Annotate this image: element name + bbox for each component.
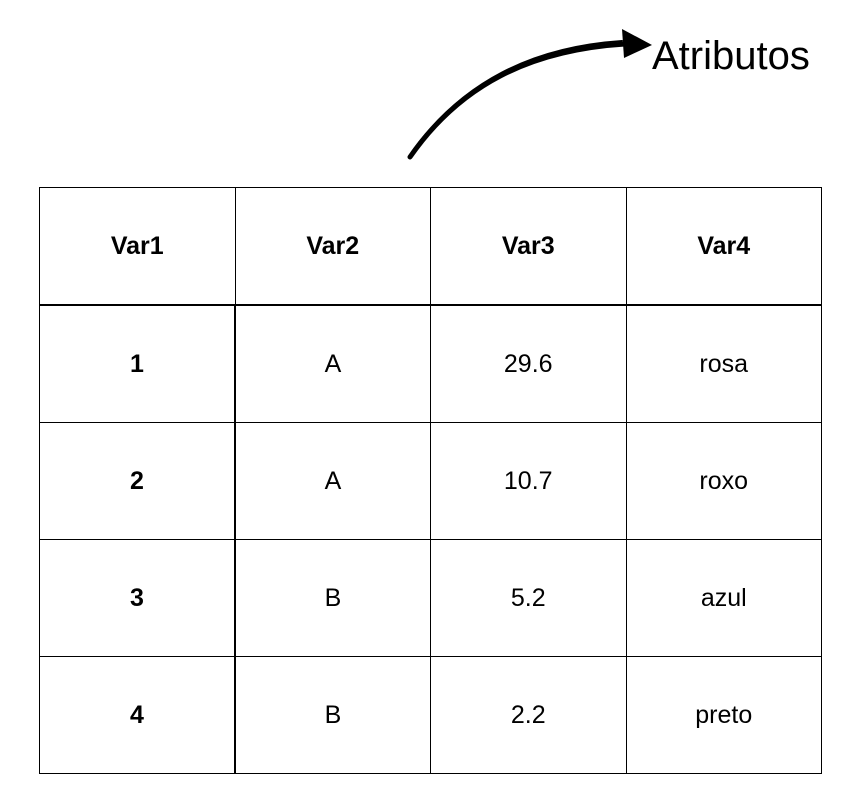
column-header: Var2 — [234, 187, 431, 306]
table-cell-var3: 2.2 — [430, 656, 627, 774]
table-cell-var2: A — [234, 422, 431, 540]
table-cell-var4: roxo — [625, 422, 822, 540]
table-header-row: Var1 Var2 Var3 Var4 — [39, 187, 822, 306]
table-row: 1 A 29.6 rosa — [39, 304, 822, 423]
table-row: 2 A 10.7 roxo — [39, 422, 822, 540]
table-cell-var2: B — [234, 656, 431, 774]
column-header: Var3 — [430, 187, 627, 306]
column-header: Var4 — [625, 187, 822, 306]
table-cell-var1: 2 — [39, 422, 236, 540]
table-row: 4 B 2.2 preto — [39, 656, 822, 774]
table-cell-var3: 5.2 — [430, 539, 627, 657]
curved-arrow-icon — [407, 29, 652, 160]
table-cell-var3: 29.6 — [430, 304, 627, 423]
attributes-label: Atributos — [652, 34, 810, 78]
table-cell-var1: 3 — [39, 539, 236, 657]
table-cell-var4: rosa — [625, 304, 822, 423]
table-cell-var2: A — [234, 304, 431, 423]
table-cell-var1: 1 — [39, 304, 236, 423]
table-cell-var4: preto — [625, 656, 822, 774]
attributes-annotation: Atributos — [0, 0, 842, 190]
table-cell-var2: B — [234, 539, 431, 657]
table-cell-var4: azul — [625, 539, 822, 657]
table-row: 3 B 5.2 azul — [39, 539, 822, 657]
table-cell-var3: 10.7 — [430, 422, 627, 540]
data-table: Var1 Var2 Var3 Var4 1 A 29.6 rosa 2 A 10… — [39, 187, 822, 774]
column-header: Var1 — [39, 187, 236, 306]
table-cell-var1: 4 — [39, 656, 236, 774]
